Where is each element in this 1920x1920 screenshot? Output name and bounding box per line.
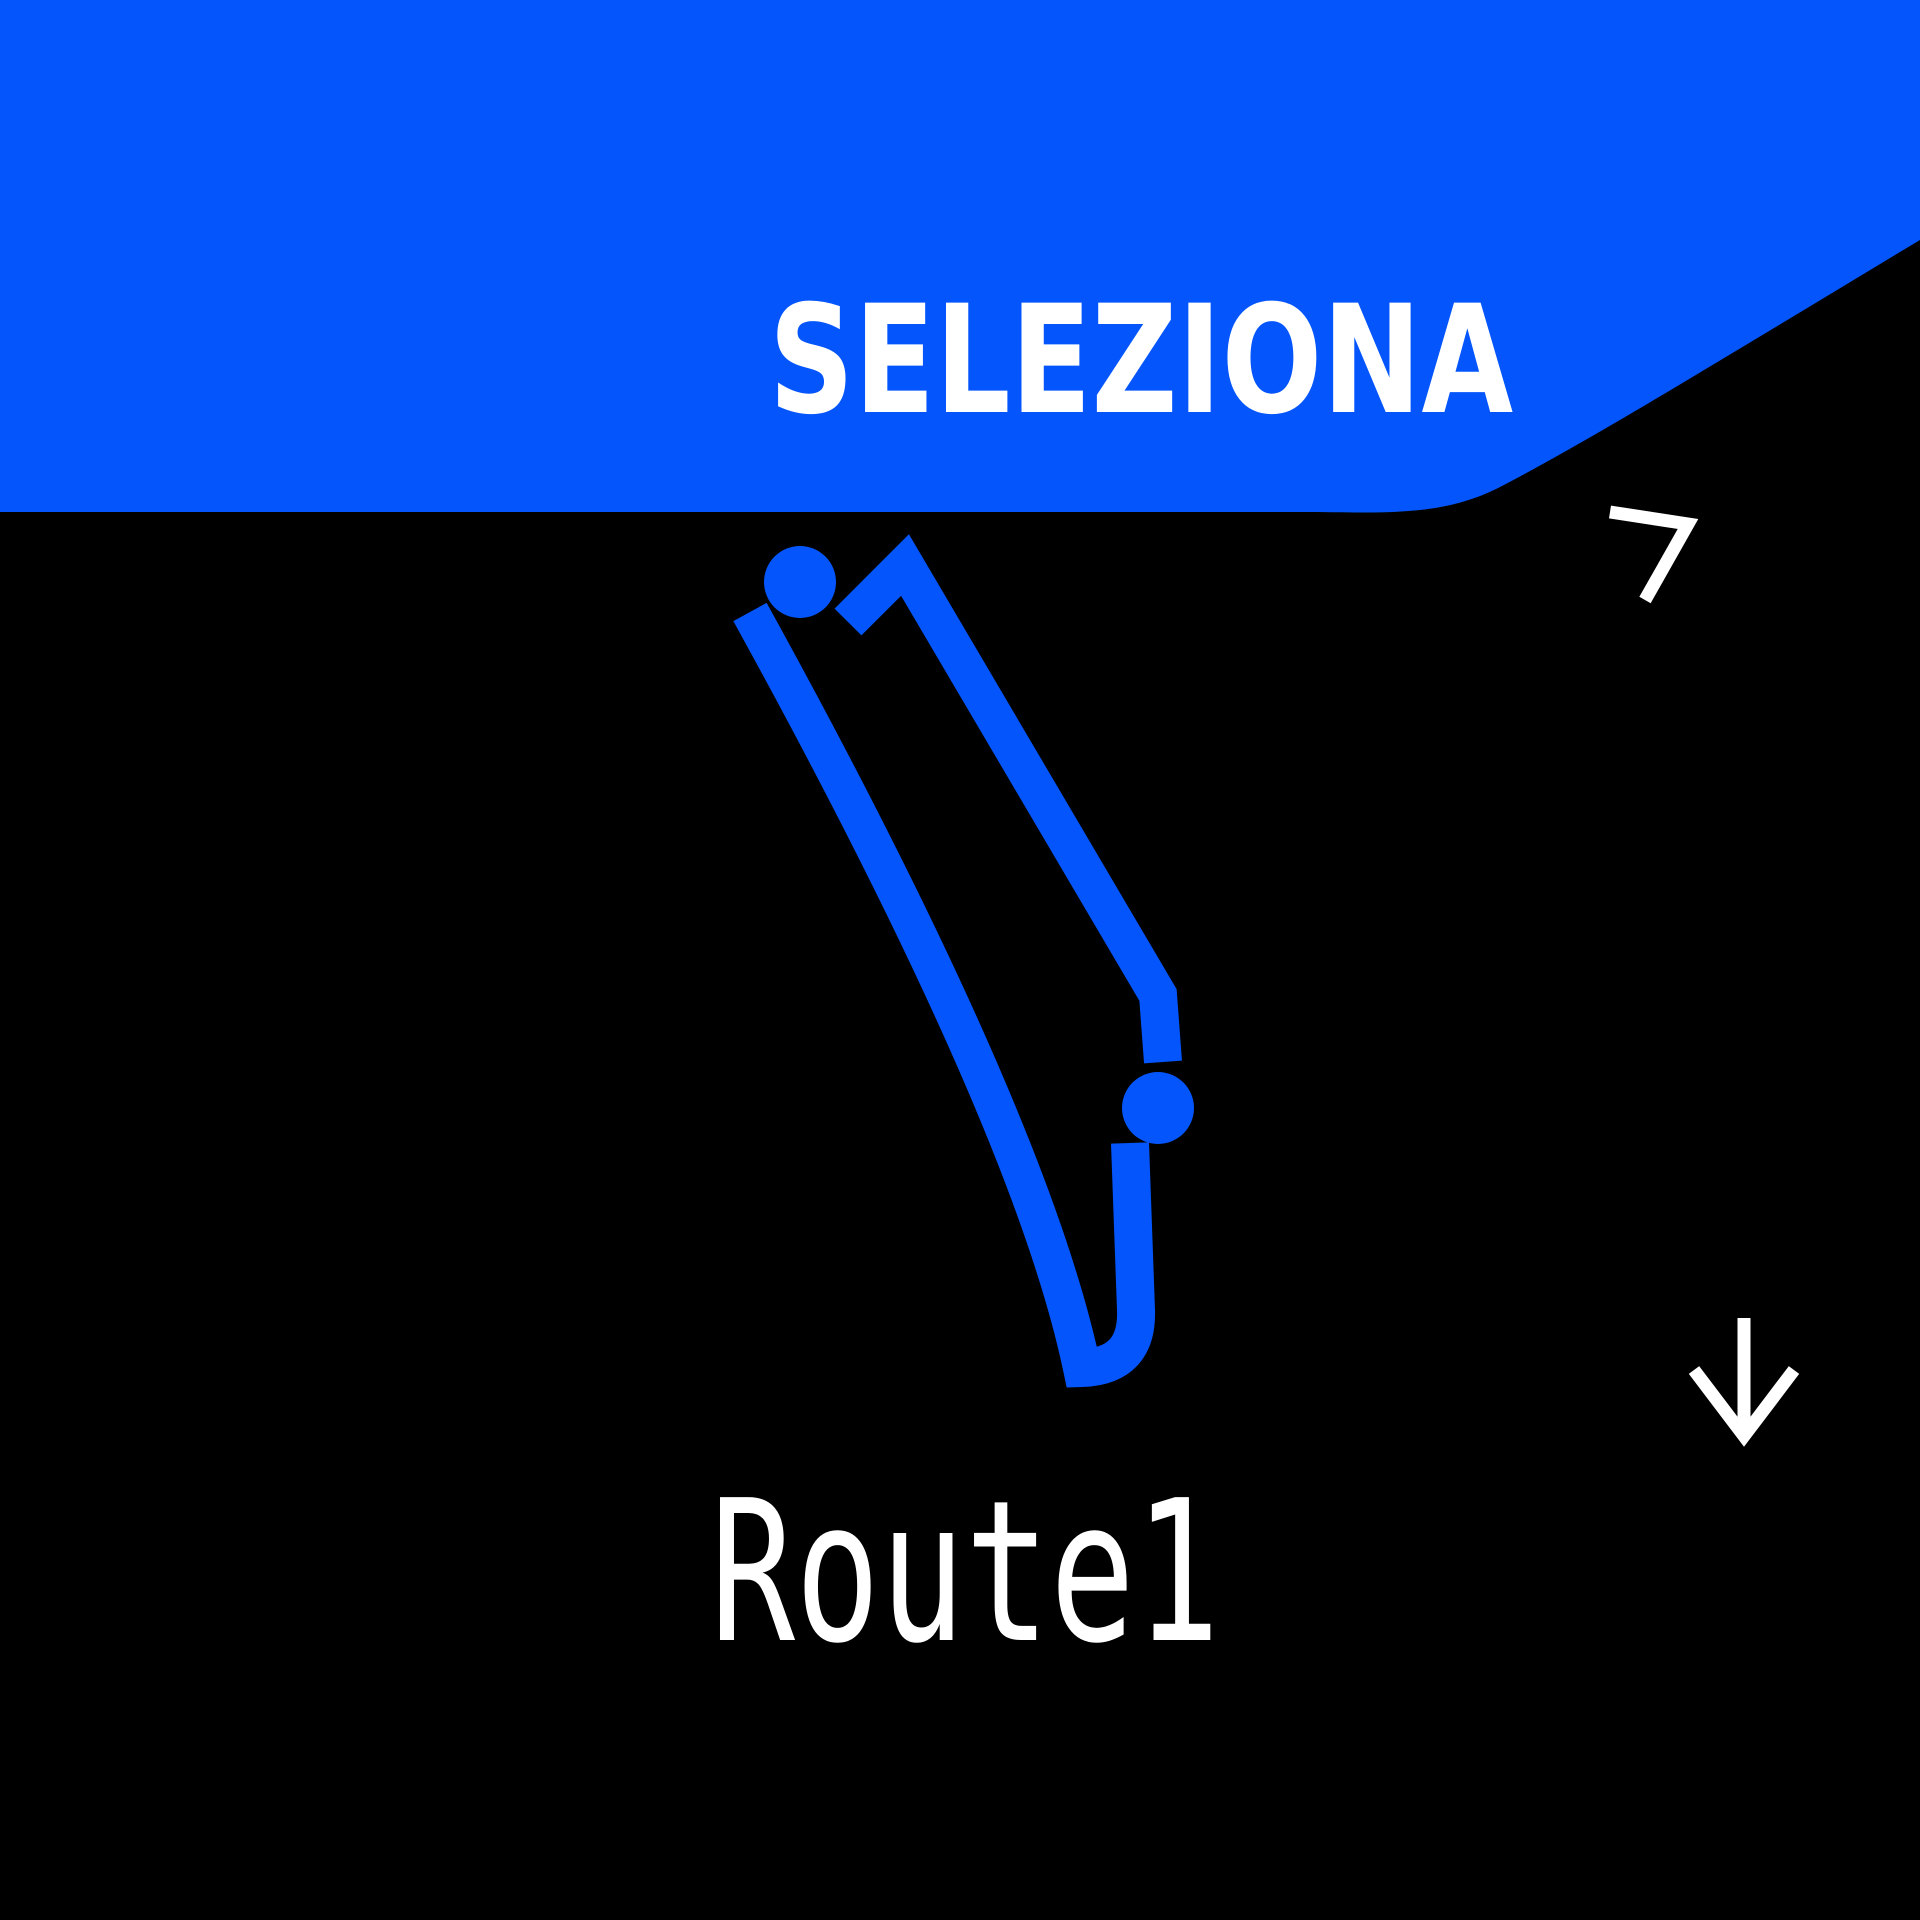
route-preview[interactable]: [733, 534, 1194, 1388]
down-arrow-icon[interactable]: [1688, 1318, 1800, 1447]
route-name-label[interactable]: Route1: [710, 1459, 1220, 1687]
select-banner[interactable]: [0, 0, 1920, 513]
route-end-dot: [1122, 1072, 1194, 1144]
route-track-outbound: [834, 534, 1182, 1064]
route-start-dot: [764, 546, 836, 618]
up-right-chevron-icon[interactable]: [1609, 505, 1699, 604]
route-track-return: [733, 602, 1156, 1388]
select-banner-label: SELEZIONA: [769, 273, 1513, 447]
